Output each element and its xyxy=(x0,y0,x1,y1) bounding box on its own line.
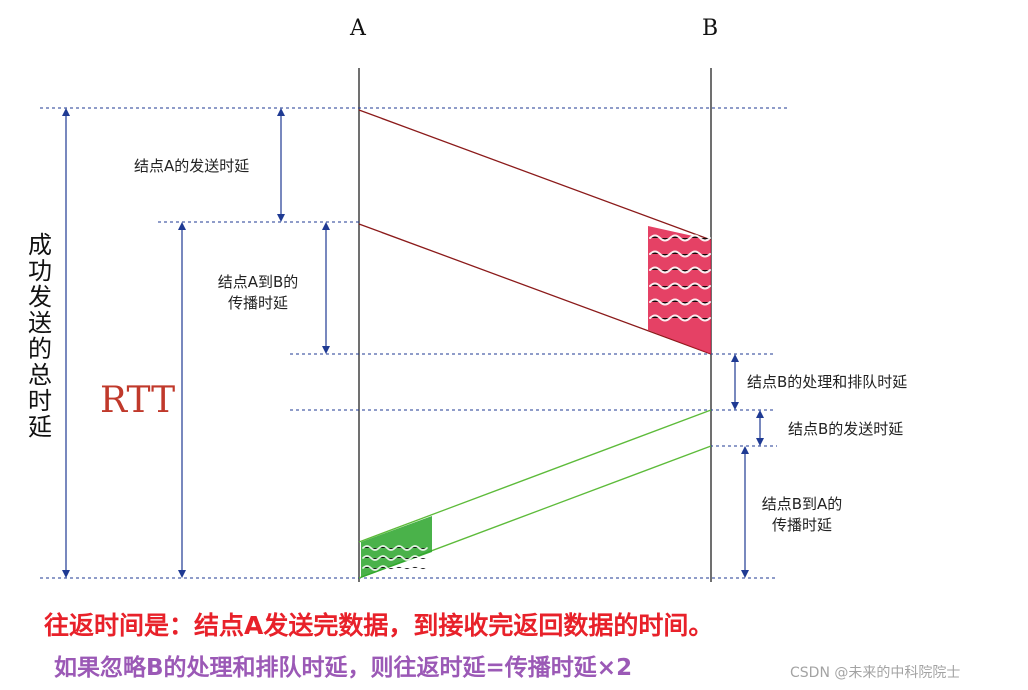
packet-b-to-a-leading-edge xyxy=(358,409,712,543)
a-send-delay-label: 结点A的发送时延 xyxy=(134,157,250,175)
packet-a-to-b-received-hatch xyxy=(648,226,711,354)
packet-a-to-b xyxy=(358,109,712,355)
rtt-label: RTT xyxy=(100,380,176,421)
total-time-label: 成功发送的总时延 xyxy=(28,231,52,441)
packet-b-to-a-received-hatch xyxy=(361,516,432,578)
a-to-b-prop-label-line1: 结点A到B的 xyxy=(217,273,299,291)
watermark: CSDN @未来的中科院院士 xyxy=(790,665,961,681)
rtt-simplification-text: 如果忽略B的处理和排队时延，则往返时延=传播时延×2 xyxy=(54,655,633,681)
a-to-b-prop-label: 结点A到B的 传播时延 xyxy=(205,272,311,314)
b-to-a-prop-label-line2: 传播时延 xyxy=(771,516,832,534)
b-send-delay-label: 结点B的发送时延 xyxy=(788,420,904,438)
b-to-a-prop-label: 结点B到A的 传播时延 xyxy=(752,494,852,536)
a-to-b-prop-label-line2: 传播时延 xyxy=(227,294,288,312)
guide-lines xyxy=(40,107,790,579)
packet-a-to-b-trailing-edge xyxy=(358,223,712,355)
rtt-definition-text: 往返时间是：结点A发送完数据，到接收完返回数据的时间。 xyxy=(44,611,714,640)
b-to-a-prop-label-line1: 结点B到A的 xyxy=(761,495,843,513)
node-b-label: B xyxy=(702,16,719,41)
b-processing-queue-label: 结点B的处理和排队时延 xyxy=(747,373,908,391)
packet-a-to-b-leading-edge xyxy=(358,109,712,241)
node-a-label: A xyxy=(350,16,366,41)
interval-arrows xyxy=(62,108,764,578)
